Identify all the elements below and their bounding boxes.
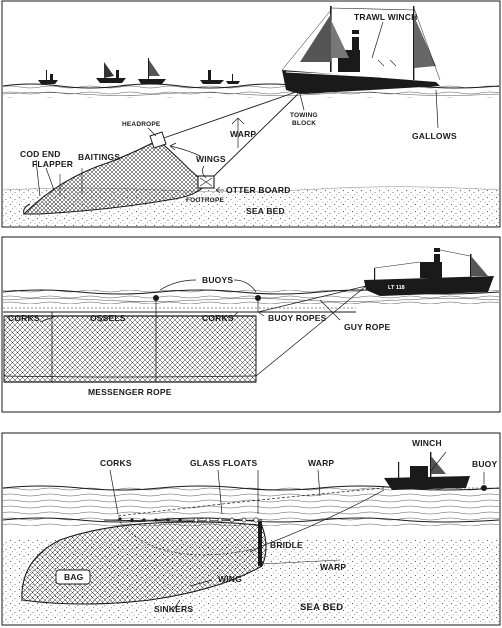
bag-label: BAG: [64, 572, 84, 582]
glass-floats-label: GLASS FLOATS: [190, 458, 258, 468]
trawl-winch-label: TRAWL WINCH: [354, 12, 417, 22]
steam-trawler: [281, 6, 441, 94]
trawl-sea-bed-label: SEA BED: [246, 206, 285, 216]
gallows-label: GALLOWS: [412, 131, 457, 141]
warp-label: WARP: [230, 129, 256, 139]
distant-trawlers: [38, 58, 240, 84]
warp-rope-lower: [213, 93, 299, 177]
trawl-net: [22, 131, 215, 215]
seine-boat: [384, 452, 470, 490]
drift-net: [3, 315, 257, 383]
guy-rope: [255, 285, 367, 377]
baitings-label: BAITINGS: [78, 152, 120, 162]
winch-label: WINCH: [412, 438, 442, 448]
messenger-rope-label: MESSENGER ROPE: [88, 387, 172, 397]
towing-label: TOWING: [290, 112, 318, 119]
trawl-panel: TRAWL WINCH HEADROPE WARP TOWING BLOCK G…: [1, 0, 501, 228]
block-label: BLOCK: [292, 120, 316, 127]
corks: [118, 517, 182, 522]
trawl-winch-pointer: [371, 21, 384, 59]
sinkers-label: SINKERS: [154, 604, 193, 614]
otter-board-label: OTTER BOARD: [226, 185, 291, 195]
guy-rope-label: GUY ROPE: [344, 322, 390, 332]
buoy-marker: [481, 485, 487, 491]
glass-floats: [193, 517, 259, 523]
warp-bottom-label: WARP: [320, 562, 346, 572]
boat-registration: LT 118: [388, 285, 405, 291]
bridle-label: BRIDLE: [270, 540, 303, 550]
steam-drifter: LT 118: [364, 248, 494, 296]
cod-end-label: COD END: [20, 149, 61, 159]
gallows-pointer: [435, 89, 439, 129]
buoys-label: BUOYS: [202, 275, 233, 285]
bridle-pole: [258, 522, 262, 566]
wing-label: WING: [218, 574, 242, 584]
drift-net-panel: LT 118 BUOYS CORKS OSSELS CO: [1, 236, 501, 413]
ossels-label: OSSELS: [90, 313, 126, 323]
warp-rope-upper: [157, 91, 297, 141]
warp-top-label: WARP: [308, 458, 334, 468]
seine-water: [3, 486, 499, 526]
footrope-label: FOOTROPE: [186, 197, 225, 204]
wings-label: WINGS: [196, 154, 226, 164]
buoys: [153, 295, 261, 301]
seine-corks-label: CORKS: [100, 458, 132, 468]
seine-sea-bed-label: SEA BED: [300, 602, 343, 613]
headrope-label: HEADROPE: [122, 121, 161, 128]
flapper-label: FLAPPER: [32, 159, 73, 169]
corks-right-label: CORKS: [202, 313, 234, 323]
buoy-ropes-label: BUOY ROPES: [268, 313, 327, 323]
corks-left-label: CORKS: [8, 313, 40, 323]
buoy-label: BUOY: [472, 459, 497, 469]
seine-net-panel: WINCH CORKS GLASS FLOATS WARP BUOY BAG W…: [1, 432, 501, 626]
headrope-float: [149, 131, 167, 149]
